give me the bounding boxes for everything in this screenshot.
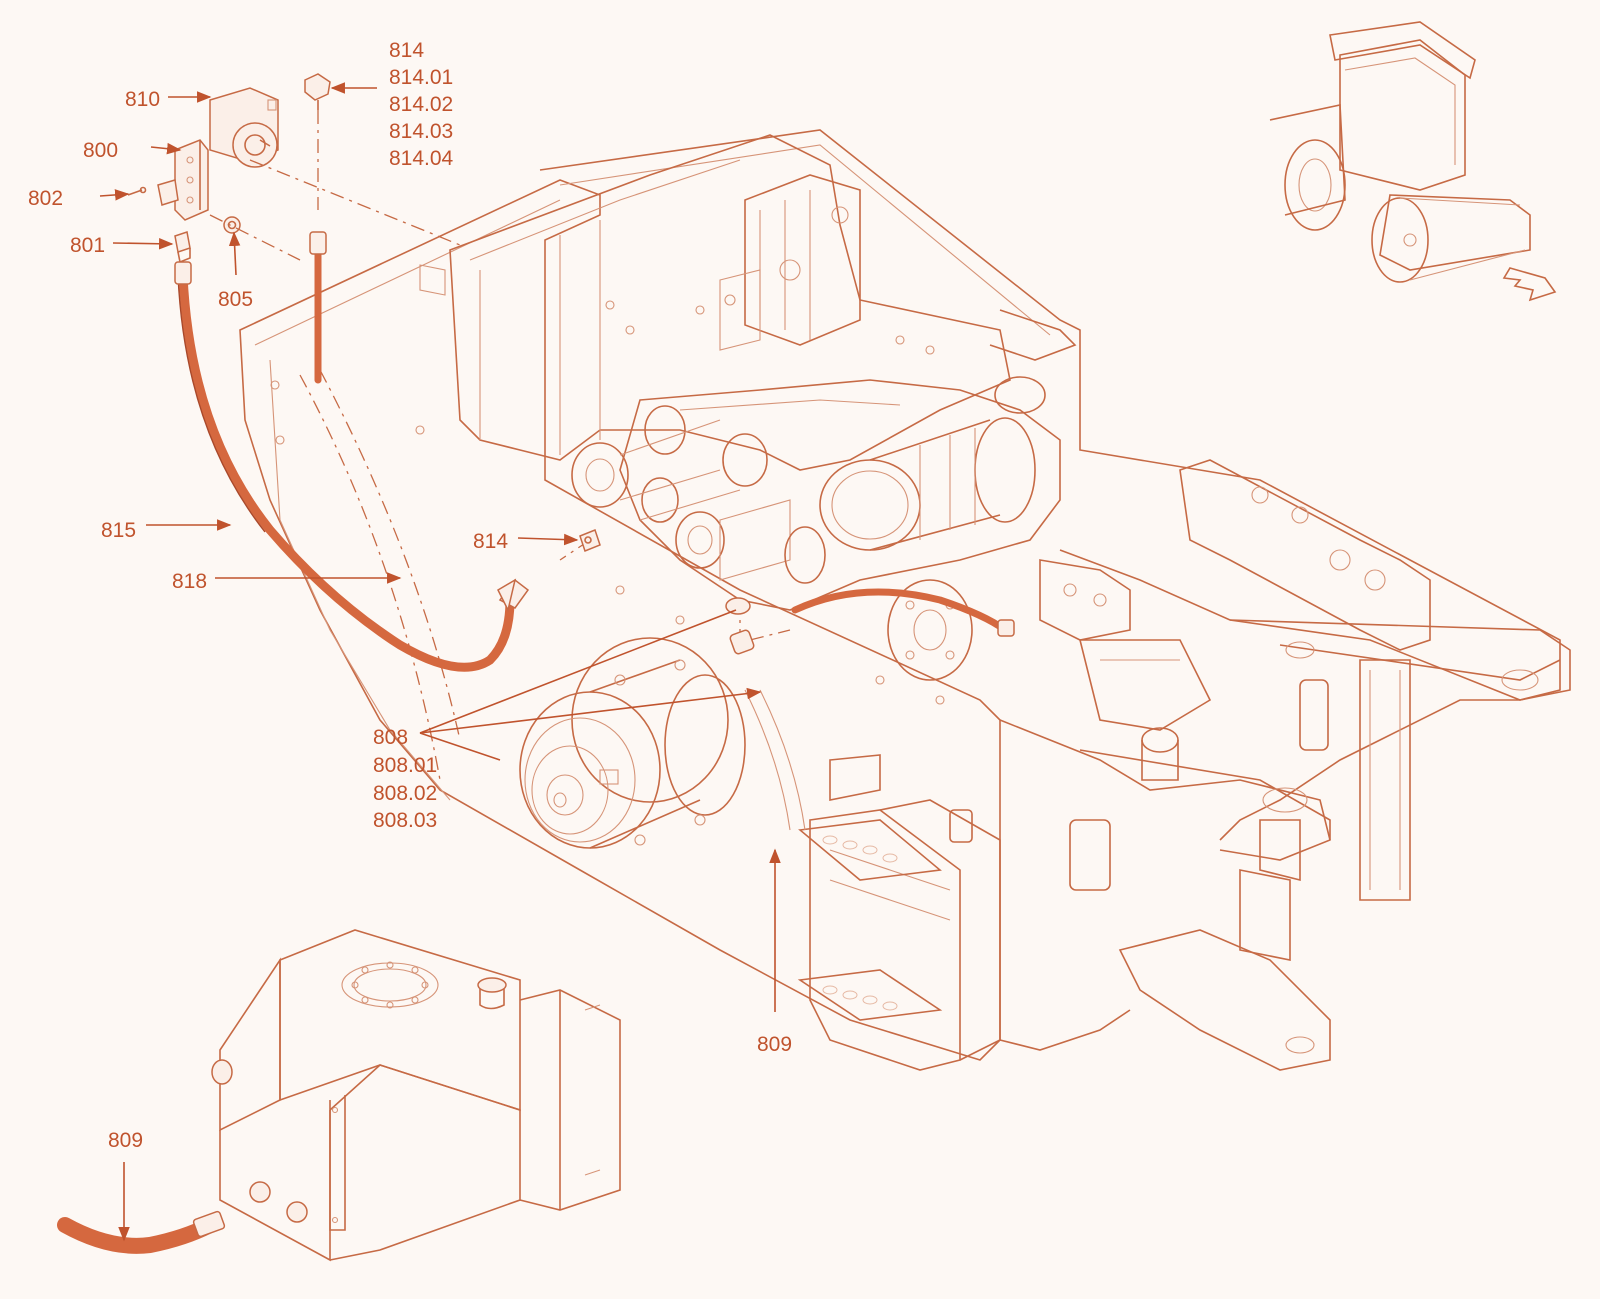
fitting-814-mid bbox=[579, 529, 601, 552]
fitting-814-top bbox=[304, 73, 331, 110]
label-814-mid: 814 bbox=[473, 530, 508, 553]
assembly-guide-lines bbox=[209, 110, 791, 781]
wheel-motor bbox=[519, 637, 746, 849]
label-814: 814 bbox=[389, 39, 424, 62]
hose-818 bbox=[309, 231, 327, 384]
label-808-03: 808.03 bbox=[373, 809, 437, 832]
label-814-04: 814.04 bbox=[389, 147, 454, 170]
label-814-01: 814.01 bbox=[389, 66, 453, 89]
valve-block-800 bbox=[157, 139, 209, 221]
label-814-group: 814 814.01 814.02 814.03 814.04 bbox=[389, 39, 459, 170]
label-802: 802 bbox=[28, 187, 63, 210]
label-801: 801 bbox=[70, 234, 105, 257]
hose-809-tank bbox=[57, 1210, 226, 1254]
engine-pump-assembly bbox=[571, 376, 1212, 731]
label-808-group: 808 808.01 808.02 808.03 bbox=[373, 726, 443, 832]
label-808-02: 808.02 bbox=[373, 782, 437, 805]
fitting-801 bbox=[174, 231, 191, 264]
label-805: 805 bbox=[218, 288, 253, 311]
label-814-03: 814.03 bbox=[389, 120, 453, 143]
hydraulic-tank-on-chassis bbox=[797, 679, 1329, 1071]
leader-lines bbox=[99, 82, 781, 1242]
label-810: 810 bbox=[125, 88, 160, 111]
label-814-02: 814.02 bbox=[389, 93, 453, 116]
label-809-tank: 809 bbox=[108, 1129, 143, 1152]
pump-810 bbox=[209, 87, 279, 168]
hose-elbow-fitting bbox=[497, 578, 530, 613]
plug-805 bbox=[223, 216, 241, 234]
fitting-808-port bbox=[725, 597, 751, 615]
hose-809-main bbox=[729, 588, 1015, 831]
part-labels: 814 814.01 814.02 814.03 814.04 810 800 … bbox=[28, 39, 792, 1152]
hose-815 bbox=[174, 261, 515, 672]
screw-802 bbox=[127, 186, 147, 196]
machine-frame bbox=[239, 129, 1571, 1071]
direction-arrow-icon bbox=[1502, 267, 1557, 302]
label-808-01: 808.01 bbox=[373, 754, 437, 777]
label-818: 818 bbox=[172, 570, 207, 593]
label-808: 808 bbox=[373, 726, 408, 749]
label-815: 815 bbox=[101, 519, 136, 542]
upper-frame-structure bbox=[419, 134, 1077, 471]
label-800: 800 bbox=[83, 139, 118, 162]
hydraulic-tank-detail bbox=[211, 929, 621, 1262]
label-809-main: 809 bbox=[757, 1033, 792, 1056]
machine-overview-thumbnail bbox=[1269, 21, 1531, 283]
